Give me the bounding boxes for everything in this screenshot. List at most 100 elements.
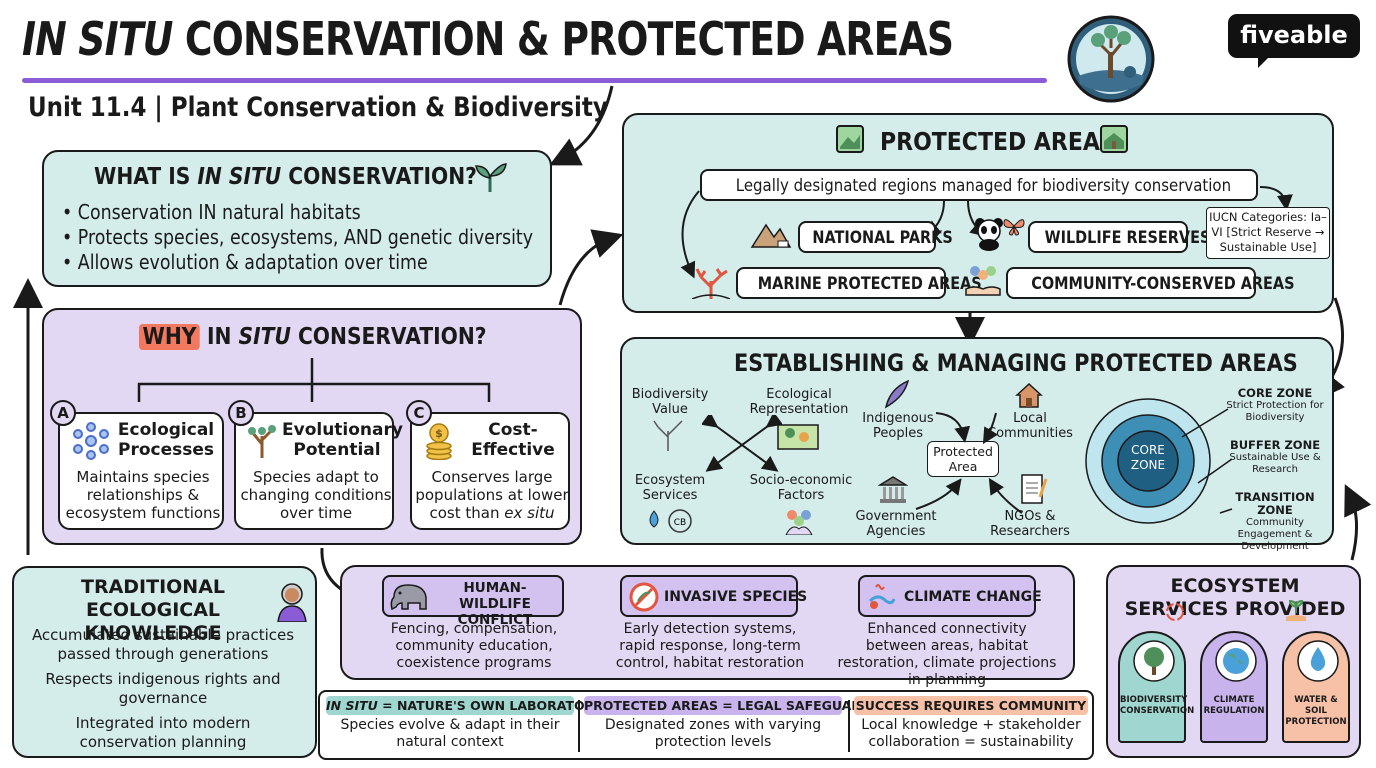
zone-name: CORE ZONE xyxy=(1237,386,1313,400)
card-text: Conserves large populations at lower cos… xyxy=(415,468,569,522)
what-is-list: • Conservation IN natural habitats • Pro… xyxy=(62,200,603,275)
ecosystem-services-title: ECOSYSTEM SERVICES PROVIDED xyxy=(1124,575,1346,620)
recycle-icon xyxy=(1164,601,1186,627)
brand-name: fiveable xyxy=(1240,21,1348,49)
summary-divider xyxy=(848,700,850,752)
government-building-icon xyxy=(877,475,909,509)
elder-avatar-icon xyxy=(276,582,308,626)
why-card-ecological: Ecological Processes Maintains species r… xyxy=(58,412,224,530)
elephant-icon xyxy=(388,581,432,617)
tree-circle-icon xyxy=(1133,640,1175,682)
stakeholder-local: Local Communities xyxy=(987,411,1073,441)
threat-text: Early detection systems, rapid response,… xyxy=(615,621,805,671)
zone-diagram xyxy=(1085,398,1211,524)
threat-title: INVASIVE SPECIES xyxy=(664,589,808,605)
tree-logo-icon xyxy=(1066,14,1156,104)
criterion-representation: Ecological Representation xyxy=(749,387,849,417)
zone-desc: Strict Protection for Biodiversity xyxy=(1226,400,1324,423)
protected-definition: Legally designated regions managed for b… xyxy=(700,169,1258,201)
threat-climate: CLIMATE CHANGE xyxy=(858,575,1042,617)
type-wildlife-reserves: WILDLIFE RESERVES xyxy=(1028,221,1210,253)
service-label: WATER & SOIL PROTECTION xyxy=(1285,695,1347,727)
threat-title: HUMAN-WILDLIFE CONFLICT xyxy=(457,580,533,628)
what-is-panel: WHAT IS IN SITU CONSERVATION? • Conserva… xyxy=(42,150,552,287)
zone-desc: Sustainable Use & Research xyxy=(1229,452,1321,475)
criteria-cross-arrows xyxy=(702,415,782,472)
stakeholder-ngos: NGOs & Researchers xyxy=(990,509,1070,539)
summary-item: IN SITU = NATURE'S OWN LABORATORY Specie… xyxy=(326,696,603,751)
letter-badge-b: B xyxy=(228,400,254,426)
butterfly-icon xyxy=(1002,215,1026,241)
landscape-icon-2 xyxy=(1100,125,1128,157)
no-entry-icon xyxy=(628,581,660,617)
traditional-knowledge-panel: TRADITIONAL ECOLOGICAL KNOWLEDGE Accumul… xyxy=(12,566,317,758)
protected-areas-panel: PROTECTED AREAS Legally designated regio… xyxy=(622,113,1334,313)
zone-core: CORE ZONE Strict Protection for Biodiver… xyxy=(1218,387,1332,424)
iucn-text: IUCN Categories: Ia–VI [Strict Reserve →… xyxy=(1209,210,1327,254)
threat-title: CLIMATE CHANGE xyxy=(904,589,1042,605)
service-climate: CLIMATE REGULATION xyxy=(1200,631,1268,743)
summary-text: Species evolve & adapt in their natural … xyxy=(340,717,560,750)
zone-transition: TRANSITION ZONE Community Engagement & D… xyxy=(1216,491,1334,553)
people-icon xyxy=(782,507,816,539)
brand-logo: fiveable xyxy=(1228,14,1360,58)
feather-icon xyxy=(882,379,912,413)
protected-area-node: Protected Area xyxy=(927,441,999,477)
list-item: • Conservation IN natural habitats xyxy=(62,200,361,224)
network-icon xyxy=(72,422,110,464)
summary-text: Designated zones with varying protection… xyxy=(604,717,822,750)
svg-text:$: $ xyxy=(435,427,443,440)
globe-icon xyxy=(1215,640,1257,682)
zone-pointer-lines xyxy=(1181,408,1233,514)
type-marine-protected: MARINE PROTECTED AREAS xyxy=(736,267,982,299)
core-zone-label: CORE ZONE xyxy=(1130,443,1166,472)
panda-icon xyxy=(974,217,1004,255)
threat-invasive: INVASIVE SPECIES xyxy=(620,575,807,617)
tree-icon xyxy=(244,422,280,464)
service-water-soil: WATER & SOIL PROTECTION xyxy=(1282,631,1350,743)
house-icon xyxy=(1014,381,1044,413)
summary-divider xyxy=(578,700,580,752)
card-title: Ecological Processes xyxy=(117,420,215,460)
why-branch-lines xyxy=(137,358,491,402)
ecosystem-services-panel: ECOSYSTEM SERVICES PROVIDED BIODIVERSITY… xyxy=(1106,565,1361,758)
type-national-parks: NATIONAL PARKS xyxy=(798,221,953,253)
zone-buffer: BUFFER ZONE Sustainable Use & Research xyxy=(1218,439,1332,476)
water-drop-icon xyxy=(1297,640,1339,682)
tek-item: Integrated into modern conservation plan… xyxy=(75,714,251,751)
list-item: • Protects species, ecosystems, AND gene… xyxy=(62,225,534,249)
thermometer-icon xyxy=(866,581,898,617)
service-label: CLIMATE REGULATION xyxy=(1203,695,1265,716)
letter-badge-a: A xyxy=(50,400,76,426)
tree-outline-icon xyxy=(648,419,688,455)
service-biodiversity: BIODIVERSITY CONSERVATION xyxy=(1118,631,1195,743)
summary-title: IN SITU = NATURE'S OWN LABORATORY xyxy=(326,696,603,715)
criterion-biodiversity: Biodiversity Value xyxy=(631,387,709,417)
protected-title: PROTECTED AREAS xyxy=(880,127,1116,156)
summary-text: Local knowledge + stakeholder collaborat… xyxy=(861,717,1081,750)
mountain-icon xyxy=(750,219,792,253)
card-title: Evolutionary Potential xyxy=(282,420,403,460)
service-label: BIODIVERSITY CONSERVATION xyxy=(1120,695,1195,716)
why-card-cost: $ Cost-Effective Conserves large populat… xyxy=(410,412,570,530)
coins-icon: $ xyxy=(422,422,456,464)
what-is-title: WHAT IS IN SITU CONSERVATION? xyxy=(94,164,477,190)
criterion-socioeconomic: Socio-economic Factors xyxy=(749,473,853,503)
traditional-title: TRADITIONAL ECOLOGICAL KNOWLEDGE xyxy=(80,576,226,644)
zone-name: TRANSITION ZONE xyxy=(1235,490,1315,517)
threat-human-wildlife: HUMAN-WILDLIFE CONFLICT xyxy=(382,575,564,628)
summary-title: PROTECTED AREAS = LEGAL SAFEGUARDS xyxy=(584,696,881,715)
threat-text: Enhanced connectivity between areas, hab… xyxy=(837,621,1057,688)
list-item: • Allows evolution & adaptation over tim… xyxy=(62,250,428,274)
stakeholder-arrows xyxy=(915,412,1023,514)
page-subtitle: Unit 11.4 | Plant Conservation & Biodive… xyxy=(28,92,608,123)
summary-title: SUCCESS REQUIRES COMMUNITY xyxy=(854,696,1088,715)
why-title: WHY IN SITU CONSERVATION? xyxy=(139,324,487,350)
title-underline xyxy=(22,78,1047,83)
why-card-evolutionary: Evolutionary Potential Species adapt to … xyxy=(234,412,403,530)
establishing-title: ESTABLISHING & MANAGING PROTECTED AREAS xyxy=(734,349,1298,377)
coral-icon xyxy=(690,265,732,303)
page-title: IN SITU CONSERVATION & PROTECTED AREAS xyxy=(22,12,954,66)
tek-item: Respects indigenous rights and governanc… xyxy=(45,670,281,707)
summary-item: PROTECTED AREAS = LEGAL SAFEGUARDS Desig… xyxy=(584,696,881,751)
